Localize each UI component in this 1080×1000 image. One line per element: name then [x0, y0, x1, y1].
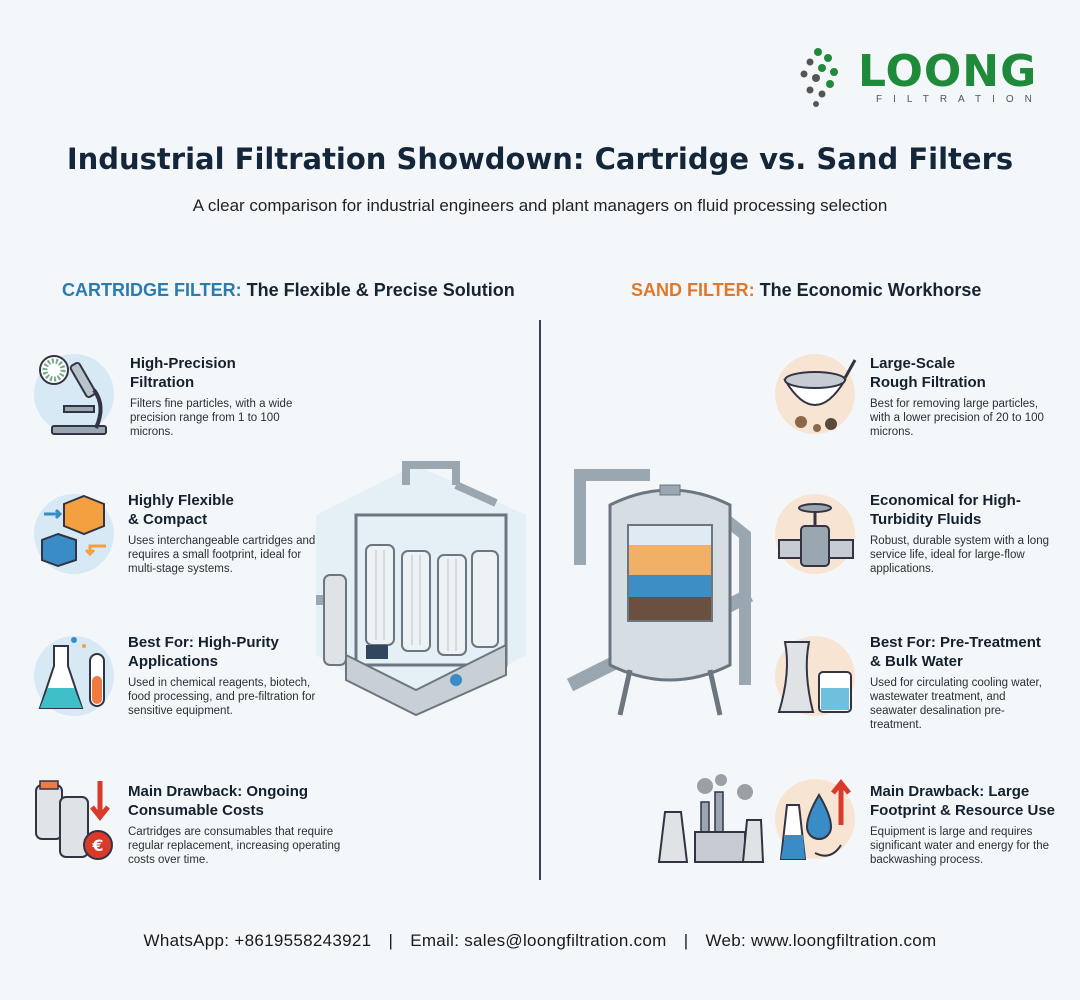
feature-text: Robust, durable system with a long servi… [870, 535, 1049, 575]
web-contact[interactable]: Web: www.loongfiltration.com [705, 931, 937, 950]
feature-title: High-Precision Filtration [130, 355, 236, 391]
lab-flask-icon [34, 636, 114, 716]
feature-text: Filters fine particles, with a wide prec… [130, 398, 293, 438]
feature-title: Economical for High-Turbidity Fluids [870, 492, 1021, 528]
feature-title: Main Drawback: Large Footprint & Resourc… [870, 783, 1056, 819]
feature-title: Large-Scale Rough Filtration [870, 355, 986, 391]
cartridge-feature-3: Best For: High-Purity Applications Used … [128, 633, 318, 718]
sand-heading: SAND FILTER: The Economic Workhorse [631, 280, 981, 301]
cooling-tower-icon [775, 636, 855, 716]
sand-keyword: SAND FILTER: [631, 280, 755, 300]
logo-mark-icon [800, 48, 838, 107]
contact-bar: WhatsApp: +8619558243921 | Email: sales@… [0, 931, 1080, 951]
feature-title: Best For: High-Purity Applications [128, 634, 279, 670]
svg-text:€: € [91, 836, 103, 855]
cartridge-feature-2: Highly Flexible & Compact Uses interchan… [128, 491, 318, 576]
page-title: Industrial Filtration Showdown: Cartridg… [66, 142, 1014, 176]
whatsapp-contact[interactable]: WhatsApp: +8619558243921 [143, 931, 372, 950]
feature-title: Highly Flexible & Compact [128, 492, 234, 528]
feature-title: Main Drawback: Ongoing Consumable Costs [128, 783, 309, 819]
factory-icon [657, 774, 765, 863]
brand-name: LOONG [858, 46, 1038, 97]
sand-feature-4: Main Drawback: Large Footprint & Resourc… [870, 782, 1060, 867]
valve-icon [775, 494, 855, 574]
separator: | [388, 931, 394, 950]
cubes-icon [34, 494, 114, 574]
sand-feature-2: Economical for High-Turbidity Fluids Rob… [870, 491, 1055, 576]
cartridge-feature-4: Main Drawback: Ongoing Consumable Costs … [128, 782, 348, 867]
cartridge-filter-illustration [316, 461, 526, 717]
feature-title: Best For: Pre-Treatment & Bulk Water [870, 634, 1041, 670]
microscope-icon [34, 354, 114, 435]
page-subtitle: A clear comparison for industrial engine… [192, 196, 888, 215]
cartridge-cost-icon: € [35, 780, 113, 860]
brand-subtitle: FILTRATION [876, 94, 1043, 105]
cartridge-heading-text: The Flexible & Precise Solution [246, 280, 515, 300]
feature-text: Uses interchangeable cartridges and requ… [128, 535, 316, 575]
feature-text: Best for removing large particles, with … [870, 398, 1044, 438]
sand-heading-text: The Economic Workhorse [759, 280, 982, 300]
sand-feature-3: Best For: Pre-Treatment & Bulk Water Use… [870, 633, 1055, 732]
feature-text: Used in chemical reagents, biotech, food… [128, 677, 316, 717]
sieve-icon [775, 354, 857, 434]
cartridge-feature-1: High-Precision Filtration Filters fine p… [130, 354, 295, 439]
feature-text: Used for circulating cooling water, wast… [870, 677, 1042, 731]
feature-text: Cartridges are consumables that require … [128, 826, 341, 866]
cartridge-keyword: CARTRIDGE FILTER: [62, 280, 242, 300]
cartridge-heading: CARTRIDGE FILTER: The Flexible & Precise… [62, 280, 515, 301]
feature-text: Equipment is large and requires signific… [870, 826, 1049, 866]
sand-feature-1: Large-Scale Rough Filtration Best for re… [870, 354, 1060, 439]
brand-logo: LOONG FILTRATION [796, 44, 1056, 114]
email-contact[interactable]: Email: sales@loongfiltration.com [410, 931, 667, 950]
separator: | [683, 931, 689, 950]
resource-use-icon [775, 778, 855, 860]
column-divider [539, 320, 541, 880]
sand-filter-illustration [566, 469, 754, 716]
